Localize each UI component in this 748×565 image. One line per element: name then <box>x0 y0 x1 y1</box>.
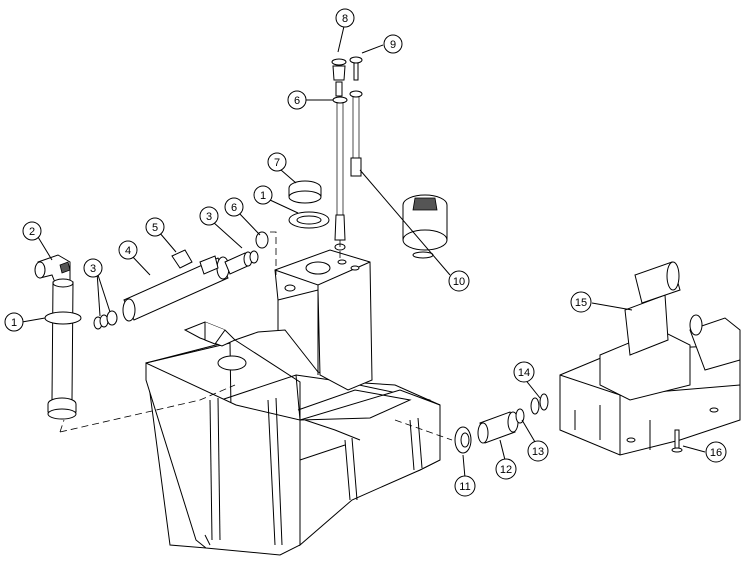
callout-11: 11 <box>454 475 476 497</box>
callout-label: 1 <box>11 317 17 329</box>
screw <box>671 429 683 453</box>
callout-label: 9 <box>390 39 396 51</box>
filler-cap <box>288 180 330 229</box>
callout-label: 15 <box>575 297 587 309</box>
callout-3-left: 3 <box>83 258 103 278</box>
callout-label: 8 <box>342 13 348 25</box>
callout-2: 2 <box>22 221 42 241</box>
callout-3-top: 3 <box>199 206 219 226</box>
callout-14: 14 <box>513 361 535 383</box>
callout-6-top: 6 <box>287 90 307 110</box>
small-fittings-left <box>93 310 118 330</box>
callout-13: 13 <box>527 440 549 462</box>
callout-label: 11 <box>459 481 470 493</box>
callout-label: 5 <box>152 222 158 234</box>
vertical-rods <box>331 56 363 241</box>
callout-15: 15 <box>570 291 592 313</box>
callout-label: 12 <box>500 464 512 476</box>
callout-label: 2 <box>29 226 35 238</box>
tank <box>145 243 441 556</box>
callout-1-top: 1 <box>253 185 273 205</box>
float-sensor <box>402 194 448 259</box>
leader-lines <box>21 21 706 479</box>
outlet-fittings <box>454 393 549 454</box>
callout-label: 7 <box>274 157 280 169</box>
callout-12: 12 <box>495 458 517 480</box>
callout-label: 6 <box>231 202 237 214</box>
callout-label: 16 <box>710 447 722 459</box>
callout-label: 3 <box>206 211 212 223</box>
callout-label: 14 <box>518 367 530 379</box>
callout-label: 1 <box>260 190 266 202</box>
callout-9: 9 <box>383 34 403 54</box>
pump-unit <box>559 261 741 456</box>
callout-label: 10 <box>453 276 465 288</box>
callout-6-mid: 6 <box>224 197 244 217</box>
callout-7: 7 <box>267 152 287 172</box>
callout-label: 6 <box>294 95 300 107</box>
callout-1-left: 1 <box>4 312 24 332</box>
callout-label: 3 <box>90 263 96 275</box>
callout-8: 8 <box>335 8 355 28</box>
alignment-lines <box>59 231 453 441</box>
callout-5: 5 <box>145 217 165 237</box>
callout-label: 4 <box>125 245 131 257</box>
filter-tube <box>122 231 269 322</box>
callout-label: 13 <box>532 446 544 458</box>
callout-10: 10 <box>448 270 470 292</box>
callout-4: 4 <box>118 240 138 260</box>
callout-16: 16 <box>705 441 727 463</box>
vertical-pipe-assembly <box>34 254 82 420</box>
